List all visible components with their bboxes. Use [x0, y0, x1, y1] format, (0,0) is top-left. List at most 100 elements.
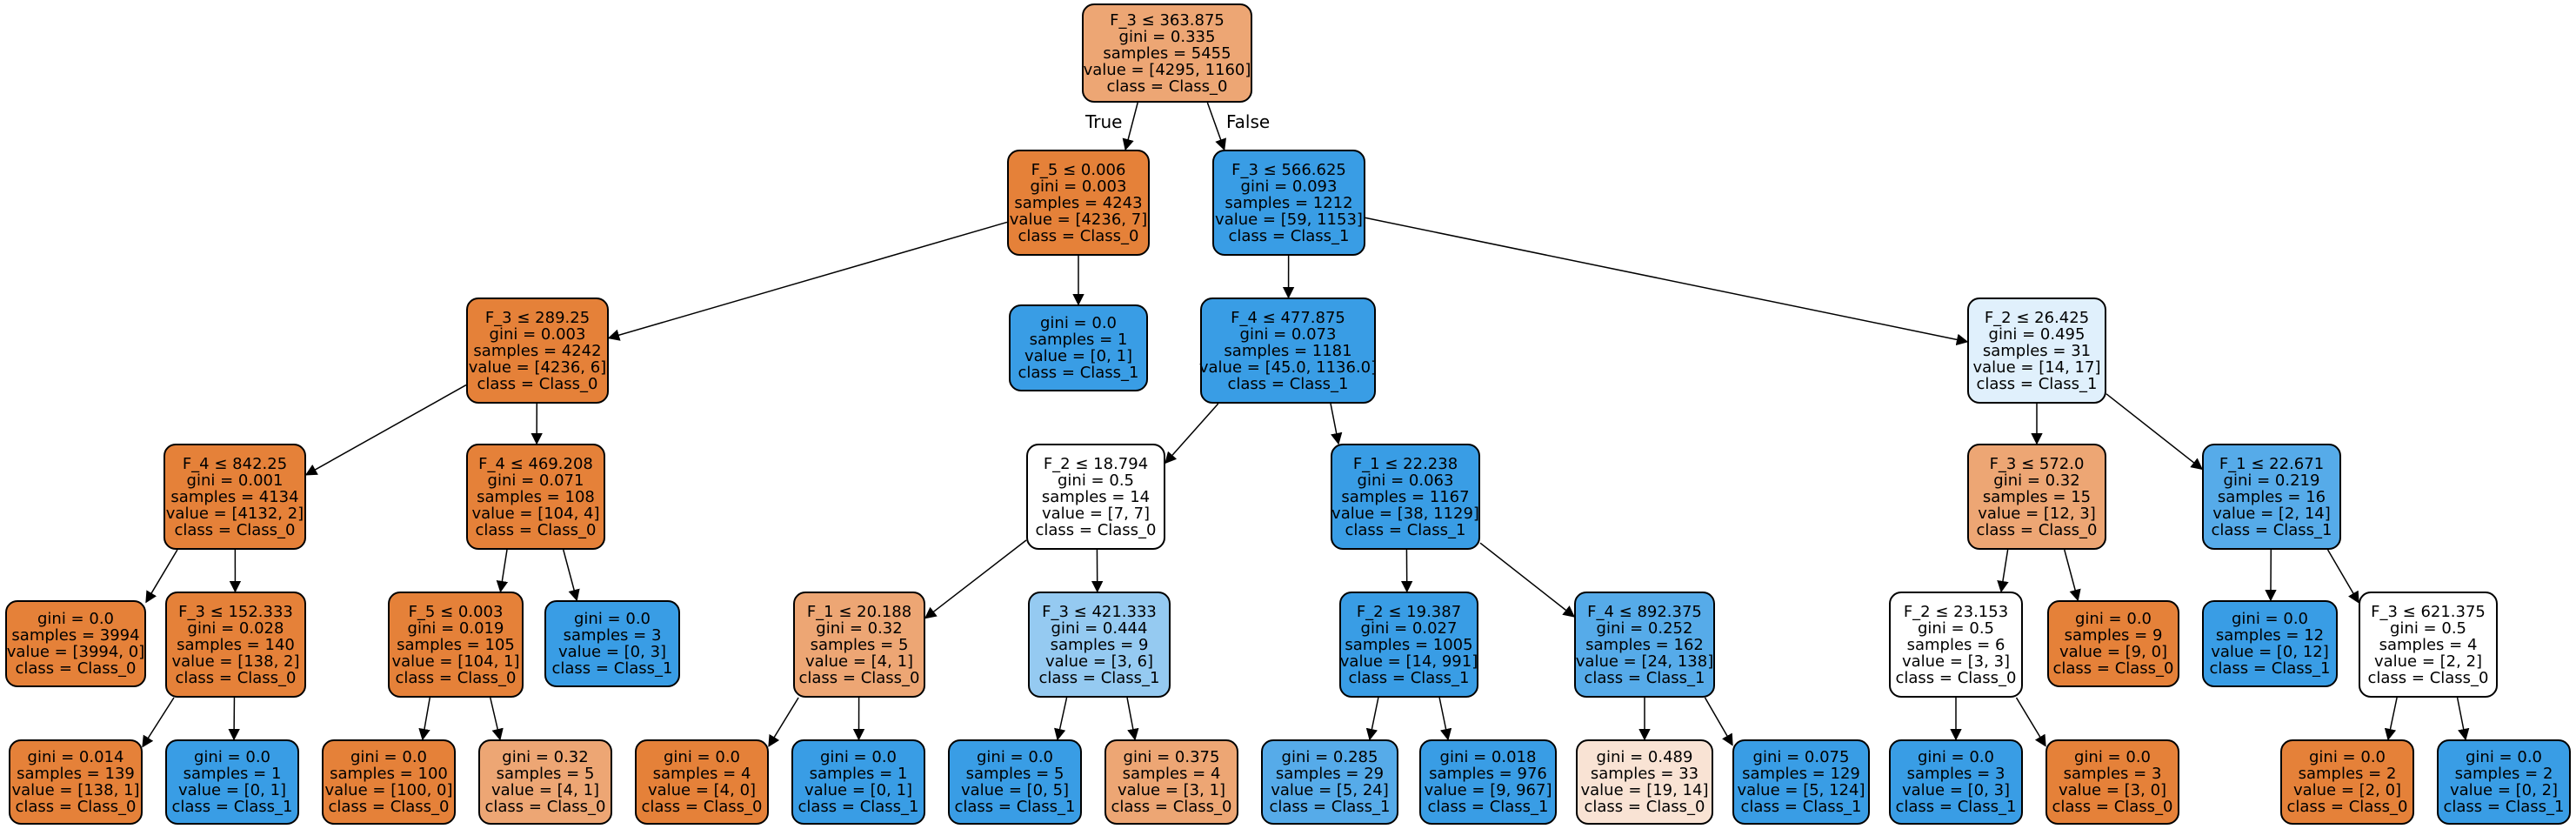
node-line: F_1 ≤ 20.188 — [806, 602, 912, 621]
node-line: class = Class_0 — [395, 668, 517, 687]
node-line: value = [4, 1] — [804, 652, 914, 671]
node-line: value = [0, 1] — [804, 781, 913, 799]
tree-edge — [1206, 102, 1226, 151]
node-line: samples = 4 — [1122, 765, 1221, 783]
node-line: samples = 140 — [177, 635, 295, 654]
tree-edge — [1165, 403, 1219, 465]
tree-node: F_2 ≤ 23.153 gini = 0.5 samples = 6 valu… — [1889, 592, 2023, 698]
node-line: value = [4, 0] — [647, 781, 757, 799]
node-line: class = Class_1 — [1348, 668, 1470, 687]
node-line: samples = 6 — [1906, 635, 2005, 654]
node-line: F_2 ≤ 18.794 — [1043, 454, 1149, 473]
tree-node-root: F_3 ≤ 363.875 gini = 0.335 samples = 545… — [1082, 3, 1252, 103]
node-line: class = Class_1 — [1269, 798, 1391, 816]
node-line: gini = 0.285 — [1281, 748, 1378, 766]
tree-edge — [768, 697, 799, 747]
node-line: value = [3, 0] — [2058, 781, 2167, 799]
node-line: gini = 0.019 — [407, 618, 504, 638]
node-line: samples = 1167 — [1341, 487, 1470, 506]
node-line: gini = 0.252 — [1596, 618, 1693, 638]
node-line: value = [3, 1] — [1117, 781, 1226, 799]
tree-edge — [1438, 697, 1452, 741]
node-line: class = Class_1 — [1038, 668, 1160, 687]
node-line: samples = 4242 — [473, 341, 602, 360]
node-line: gini = 0.003 — [489, 324, 586, 344]
node-line: class = Class_0 — [15, 659, 137, 678]
node-line: class = Class_1 — [1227, 374, 1349, 393]
tree-edge — [2384, 697, 2398, 741]
node-line: class = Class_1 — [797, 798, 919, 816]
node-line: value = [0, 5] — [960, 781, 1070, 799]
node-line: class = Class_1 — [1976, 374, 2098, 393]
tree-edge — [2015, 697, 2046, 747]
node-line: F_4 ≤ 469.208 — [478, 454, 593, 473]
node-line: gini = 0.0 — [37, 610, 114, 628]
node-line: F_1 ≤ 22.671 — [2219, 454, 2325, 473]
tree-leaf: gini = 0.32 samples = 5 value = [4, 1] c… — [478, 739, 612, 825]
node-line: class = Class_0 — [2052, 659, 2174, 678]
node-line: gini = 0.0 — [2232, 610, 2308, 628]
tree-node: F_1 ≤ 20.188 gini = 0.32 samples = 5 val… — [793, 592, 925, 698]
node-line: gini = 0.32 — [816, 618, 903, 638]
node-line: gini = 0.027 — [1360, 618, 1458, 638]
tree-leaf: gini = 0.0 samples = 1 value = [0, 1] cl… — [791, 739, 925, 825]
node-line: value = [2, 2] — [2373, 652, 2483, 671]
tree-leaf: gini = 0.0 samples = 3 value = [0, 3] cl… — [544, 600, 680, 687]
node-line: value = [7, 7] — [1041, 504, 1151, 523]
node-line: class = Class_1 — [1584, 668, 1705, 687]
node-line: gini = 0.014 — [27, 748, 124, 766]
node-line: class = Class_1 — [2443, 798, 2565, 816]
tree-node: F_2 ≤ 19.387 gini = 0.027 samples = 1005… — [1339, 592, 1478, 698]
node-line: value = [14, 17] — [1972, 358, 2101, 377]
node-line: gini = 0.335 — [1118, 27, 1216, 46]
node-line: class = Class_0 — [798, 668, 920, 687]
node-line: samples = 4 — [652, 765, 751, 783]
tree-node: F_4 ≤ 477.875 gini = 0.073 samples = 118… — [1198, 298, 1378, 404]
tree-leaf: gini = 0.0 samples = 3 value = [0, 3] cl… — [1889, 739, 2023, 825]
node-line: gini = 0.0 — [2466, 748, 2542, 766]
node-line: gini = 0.32 — [502, 748, 589, 766]
node-line: value = [0, 2] — [2449, 781, 2559, 799]
node-line: F_2 ≤ 19.387 — [1356, 602, 1462, 621]
node-line: samples = 15 — [1982, 487, 2092, 506]
tree-edge — [2456, 697, 2470, 741]
node-line: class = Class_1 — [551, 659, 673, 678]
node-line: value = [19, 14] — [1580, 781, 1709, 799]
node-line: F_3 ≤ 421.333 — [1042, 602, 1157, 621]
node-line: samples = 2 — [2454, 765, 2553, 783]
node-line: samples = 2 — [2298, 765, 2397, 783]
node-line: gini = 0.5 — [1918, 618, 1994, 638]
tree-edge — [563, 549, 580, 602]
node-line: gini = 0.093 — [1240, 177, 1338, 196]
tree-edge — [418, 697, 431, 741]
tree-edge — [496, 549, 509, 593]
tree-node: F_1 ≤ 22.671 gini = 0.219 samples = 16 v… — [2202, 444, 2341, 550]
node-line: samples = 9 — [2064, 626, 2163, 645]
node-line: F_3 ≤ 572.0 — [1989, 454, 2085, 473]
node-line: samples = 5 — [965, 765, 1064, 783]
node-line: gini = 0.0 — [194, 748, 270, 766]
node-line: samples = 129 — [1742, 765, 1860, 783]
tree-leaf: gini = 0.0 samples = 3 value = [3, 0] cl… — [2045, 739, 2179, 825]
node-line: value = [104, 4] — [471, 504, 600, 523]
node-line: value = [45.0, 1136.0] — [1198, 358, 1378, 377]
tree-leaf: gini = 0.489 samples = 33 value = [19, 1… — [1576, 739, 1713, 825]
tree-edge — [2106, 393, 2204, 471]
tree-node: F_4 ≤ 892.375 gini = 0.252 samples = 162… — [1574, 592, 1715, 698]
node-line: samples = 162 — [1585, 635, 1704, 654]
node-line: value = [9, 967] — [1424, 781, 1552, 799]
node-line: F_2 ≤ 23.153 — [1903, 602, 2009, 621]
node-line: class = Class_1 — [1427, 798, 1549, 816]
tree-node: F_3 ≤ 572.0 gini = 0.32 samples = 15 val… — [1967, 444, 2106, 550]
tree-edge — [145, 549, 178, 604]
tree-edge — [607, 221, 1008, 341]
node-line: F_3 ≤ 621.375 — [2371, 602, 2486, 621]
node-line: value = [104, 1] — [391, 652, 520, 671]
tree-edge — [1997, 549, 2009, 593]
tree-leaf: gini = 0.0 samples = 2 value = [2, 0] cl… — [2280, 739, 2414, 825]
node-line: gini = 0.073 — [1239, 324, 1337, 344]
node-line: samples = 16 — [2217, 487, 2326, 506]
node-line: F_3 ≤ 566.625 — [1231, 160, 1346, 179]
node-line: value = [3, 6] — [1044, 652, 1154, 671]
